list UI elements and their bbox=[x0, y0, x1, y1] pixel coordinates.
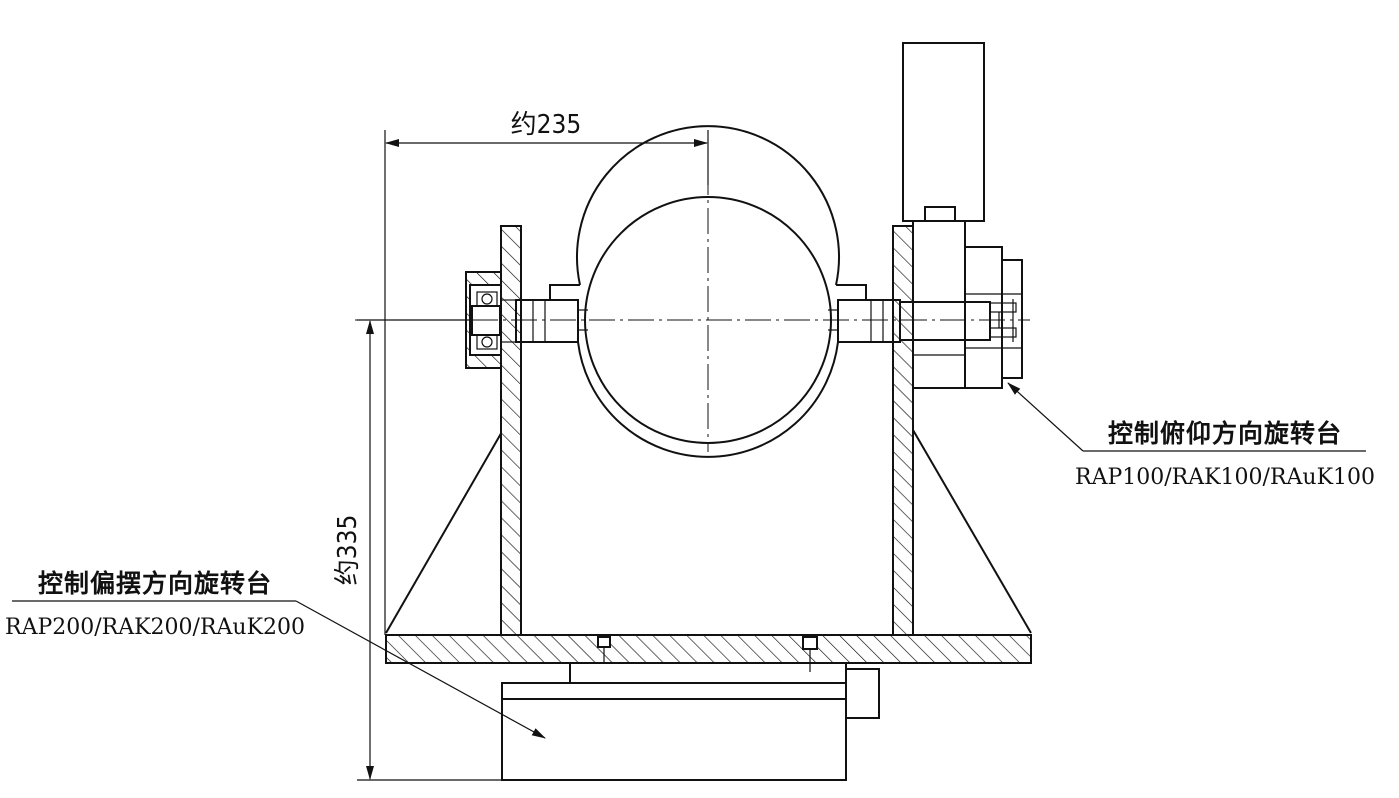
pitch-stage-title: 控制俯仰方向旋转台 bbox=[1108, 419, 1342, 448]
width-dimension-label: 约235 bbox=[511, 110, 582, 140]
yaw-stage-callout: 控制偏摆方向旋转台 RAP200/RAK200/RAuK200 bbox=[5, 569, 546, 739]
base-plate bbox=[385, 634, 1032, 664]
yaw-rotation-stage bbox=[501, 662, 880, 781]
yaw-stage-models: RAP200/RAK200/RAuK200 bbox=[5, 615, 305, 640]
left-side-plate bbox=[500, 225, 522, 636]
pitch-rotation-stage bbox=[902, 42, 1023, 389]
height-dimension: 约335 bbox=[333, 319, 502, 781]
pitch-stage-models: RAP100/RAK100/RAuK100 bbox=[1075, 465, 1375, 490]
center-lines bbox=[355, 130, 1030, 452]
width-dimension: 约235 bbox=[384, 110, 709, 635]
pitch-stage-callout: 控制俯仰方向旋转台 RAP100/RAK100/RAuK100 bbox=[1007, 382, 1375, 490]
support-frame bbox=[385, 225, 1032, 672]
gimbal-ring bbox=[515, 125, 991, 458]
right-side-plate bbox=[892, 225, 914, 636]
height-dimension-label: 约335 bbox=[333, 515, 363, 586]
yaw-stage-title: 控制偏摆方向旋转台 bbox=[38, 569, 272, 598]
